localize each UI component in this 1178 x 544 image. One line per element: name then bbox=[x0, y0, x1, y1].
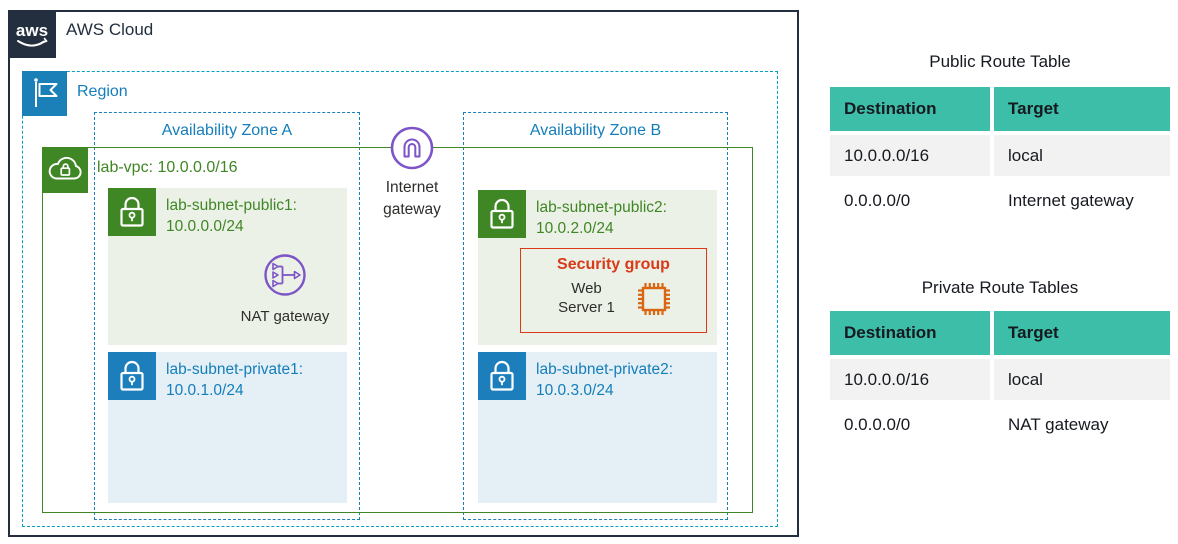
nat-gateway-label: NAT gateway bbox=[240, 308, 330, 325]
table-cell: local bbox=[994, 135, 1170, 176]
vpc-icon bbox=[42, 147, 88, 193]
private-subnet-lock-icon bbox=[478, 352, 526, 400]
security-group-title: Security group bbox=[557, 256, 670, 273]
subnet-public2: lab-subnet-public2: 10.0.2.0/24 Security… bbox=[478, 190, 717, 345]
public-route-table-title: Public Route Table bbox=[929, 52, 1071, 71]
column-header-destination: Destination bbox=[830, 87, 990, 131]
subnet-public1-label: lab-subnet-public1: 10.0.0.0/24 bbox=[166, 197, 297, 235]
availability-zone-a: Availability Zone A bbox=[94, 112, 360, 520]
subnet-public2-label: lab-subnet-public2: 10.0.2.0/24 bbox=[536, 199, 667, 237]
aws-cloud-label: AWS Cloud bbox=[66, 20, 154, 39]
region-container bbox=[22, 71, 778, 527]
public-subnet-lock-icon bbox=[108, 188, 156, 236]
aws-logo-icon: aws bbox=[8, 10, 56, 58]
subnet-private2-label: lab-subnet-private2: 10.0.3.0/24 bbox=[536, 361, 673, 399]
table-cell: NAT gateway bbox=[1008, 415, 1109, 434]
table-cell: local bbox=[994, 359, 1170, 400]
subnet-private2: lab-subnet-private2: 10.0.3.0/24 bbox=[478, 352, 717, 503]
public-subnet-lock-icon bbox=[478, 190, 526, 238]
table-cell: 0.0.0.0/0 bbox=[844, 191, 911, 210]
table-cell: 10.0.0.0/16 bbox=[830, 135, 990, 176]
table-cell: 10.0.0.0/16 bbox=[830, 359, 990, 400]
availability-zone-a-label: Availability Zone A bbox=[161, 122, 293, 139]
subnet-private1-label: lab-subnet-private1: 10.0.1.0/24 bbox=[166, 361, 303, 399]
column-header-destination: Destination bbox=[830, 311, 990, 355]
table-cell: 0.0.0.0/0 bbox=[844, 415, 911, 434]
region-label: Region bbox=[77, 83, 128, 100]
column-header-target: Target bbox=[994, 311, 1170, 355]
private-route-table: Destination Target 10.0.0.0/16 local 0.0… bbox=[830, 311, 1170, 445]
internet-gateway-icon bbox=[389, 125, 435, 171]
public-route-table: Destination Target 10.0.0.0/16 local 0.0… bbox=[830, 87, 1170, 221]
availability-zone-b: Availability Zone B bbox=[463, 112, 728, 520]
private-subnet-lock-icon bbox=[108, 352, 156, 400]
region-flag-icon bbox=[22, 71, 67, 116]
subnet-private1: lab-subnet-private1: 10.0.1.0/24 bbox=[108, 352, 347, 503]
vpc-label: lab-vpc: 10.0.0.0/16 bbox=[97, 159, 238, 176]
svg-text:aws: aws bbox=[16, 21, 48, 40]
security-group: Security group Web Server 1 bbox=[520, 248, 707, 333]
subnet-public1: lab-subnet-public1: 10.0.0.0/24 NAT gate… bbox=[108, 188, 347, 345]
nat-gateway-icon bbox=[262, 252, 308, 298]
table-cell: Internet gateway bbox=[1008, 191, 1134, 210]
internet-gateway-label: Internet gateway bbox=[383, 179, 441, 218]
column-header-target: Target bbox=[994, 87, 1170, 131]
availability-zone-b-label: Availability Zone B bbox=[529, 122, 662, 139]
private-route-tables-title: Private Route Tables bbox=[921, 278, 1079, 297]
web-server-label: Web Server 1 bbox=[558, 280, 615, 316]
ec2-instance-chip-icon bbox=[630, 275, 678, 323]
